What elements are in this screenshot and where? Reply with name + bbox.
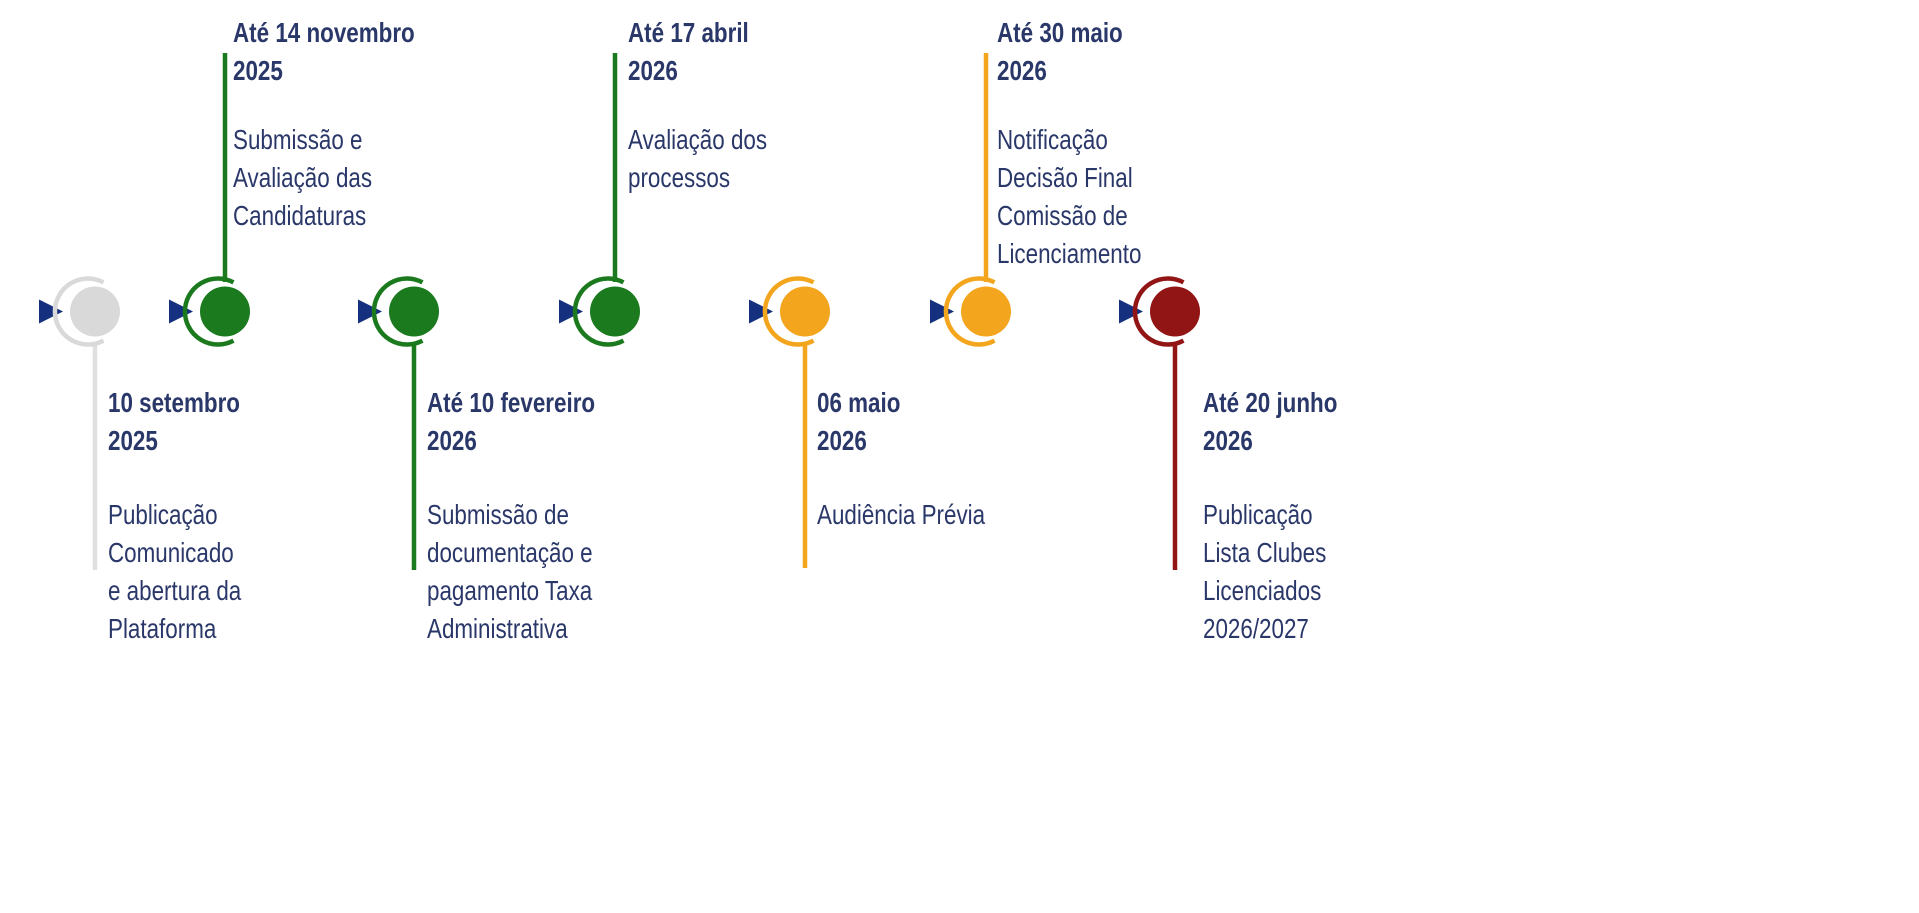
milestone-description: Notificação Decisão Final Comissão de Li… <box>997 124 1142 269</box>
milestone-description: Audiência Prévia <box>817 499 986 530</box>
milestone-ring <box>371 276 424 347</box>
milestone-graphic <box>169 53 250 347</box>
milestone-ring <box>762 276 815 347</box>
milestone-date: 10 setembro 2025 <box>108 387 240 456</box>
milestone-date: Até 30 maio 2026 <box>997 17 1123 86</box>
milestone-dot <box>389 286 439 337</box>
milestone-graphic <box>1119 276 1200 570</box>
arrow-icon <box>169 299 193 324</box>
milestone-ring <box>1132 276 1185 347</box>
milestone-description: Submissão e Avaliação das Candidaturas <box>233 124 373 231</box>
milestone-graphic <box>930 53 1011 347</box>
milestone-date: Até 14 novembro 2025 <box>233 17 415 86</box>
arrow-icon <box>358 299 382 324</box>
milestone-date: Até 17 abril 2026 <box>628 17 749 86</box>
milestone-description: Publicação Lista Clubes Licenciados 2026… <box>1203 499 1327 644</box>
milestone-description: Avaliação dos processos <box>628 124 768 193</box>
milestone-dot <box>200 286 250 337</box>
arrow-icon <box>39 299 63 324</box>
milestone-description: Publicação Comunicado e abertura da Plat… <box>108 499 242 644</box>
milestone-ring <box>943 276 996 347</box>
arrow-icon <box>930 299 954 324</box>
milestone-date: Até 20 junho 2026 <box>1203 387 1338 456</box>
milestone-dot <box>70 286 120 337</box>
milestone-dot <box>590 286 640 337</box>
arrow-icon <box>749 299 773 324</box>
arrow-icon <box>559 299 583 324</box>
milestone-dot <box>961 286 1011 337</box>
milestone-description: Submissão de documentação e pagamento Ta… <box>427 499 593 644</box>
milestone-ring <box>182 276 235 347</box>
milestone-date: Até 10 fevereiro 2026 <box>427 387 596 456</box>
arrow-icon <box>1119 299 1143 324</box>
milestone-ring <box>52 276 105 347</box>
milestone-ring <box>572 276 625 347</box>
milestone-graphic <box>358 276 439 570</box>
milestone-dot <box>780 286 830 337</box>
milestone-graphic <box>559 53 640 347</box>
milestone-graphic <box>39 276 120 570</box>
milestone-dot <box>1150 286 1200 337</box>
milestone-date: 06 maio 2026 <box>817 387 901 456</box>
milestone-graphic <box>749 276 830 568</box>
